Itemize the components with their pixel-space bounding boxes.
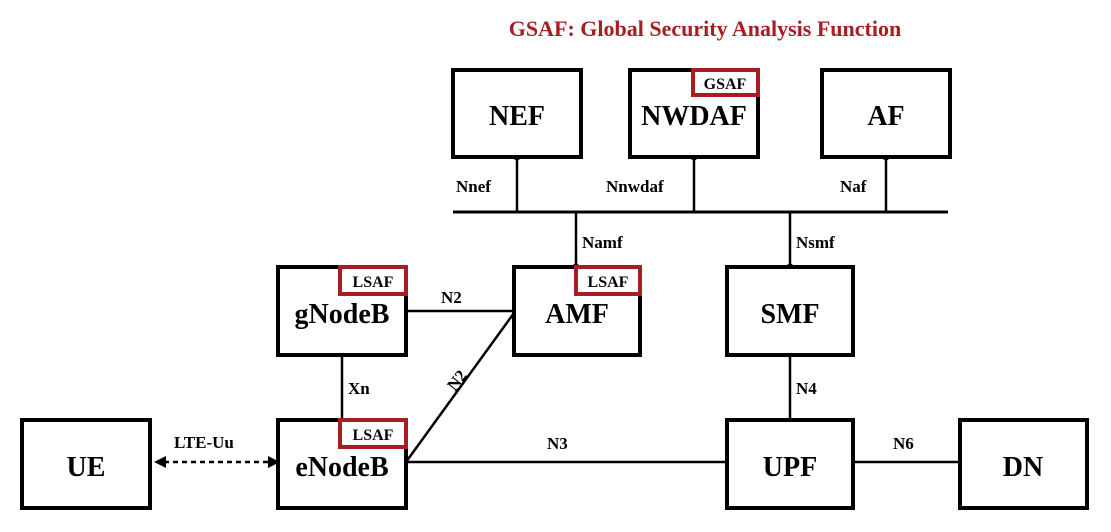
diagram-title: GSAF: Global Security Analysis Function: [509, 16, 901, 41]
nwdaf-label: NWDAF: [641, 101, 747, 132]
naf-label: Naf: [840, 177, 867, 196]
n3-label: N3: [547, 434, 568, 453]
nwdaf-node: NWDAF GSAF: [628, 68, 760, 159]
gsaf-badge-label: GSAF: [704, 76, 747, 93]
lte-uu-arrow-left: [154, 456, 166, 468]
n4-label: N4: [796, 379, 817, 398]
upf-node: UPF: [725, 418, 855, 510]
smf-node: SMF: [725, 265, 855, 357]
enodeb-node: eNodeB LSAF: [276, 418, 408, 510]
enodeb-amf-link: [404, 312, 516, 463]
gnodeb-lsaf-badge: [338, 265, 408, 296]
amf-lsaf-badge: [574, 265, 642, 296]
dn-node: DN: [958, 418, 1089, 510]
n6-label: N6: [893, 434, 914, 453]
n2-gnodeb-label: N2: [441, 288, 462, 307]
nnef-label: Nnef: [456, 177, 491, 196]
nnwdaf-label: Nnwdaf: [606, 177, 664, 196]
af-node: AF: [820, 68, 952, 159]
gnodeb-node: gNodeB LSAF: [276, 265, 408, 357]
amf-lsaf-label: LSAF: [588, 274, 629, 291]
nef-label: NEF: [489, 101, 545, 132]
enodeb-lsaf-badge: [338, 418, 408, 449]
ue-label: UE: [67, 452, 106, 483]
dn-label: DN: [1003, 452, 1043, 483]
af-label: AF: [867, 101, 904, 132]
upf-label: UPF: [763, 452, 817, 483]
n2-enodeb-label: N2: [443, 366, 471, 394]
ue-node: UE: [20, 418, 152, 510]
smf-label: SMF: [760, 299, 819, 330]
amf-label: AMF: [545, 299, 609, 330]
enodeb-lsaf-label: LSAF: [353, 427, 394, 444]
gnodeb-lsaf-label: LSAF: [353, 274, 394, 291]
nef-node: NEF: [451, 68, 583, 159]
xn-label: Xn: [348, 379, 370, 398]
enodeb-label: eNodeB: [295, 452, 388, 483]
amf-node: AMF LSAF: [512, 265, 642, 357]
lte-uu-arrow-right: [268, 456, 280, 468]
lte-uu-label: LTE-Uu: [174, 433, 234, 452]
namf-label: Namf: [582, 233, 623, 252]
gnodeb-label: gNodeB: [295, 299, 390, 330]
gsaf-badge: [691, 68, 760, 97]
nsmf-label: Nsmf: [796, 233, 835, 252]
